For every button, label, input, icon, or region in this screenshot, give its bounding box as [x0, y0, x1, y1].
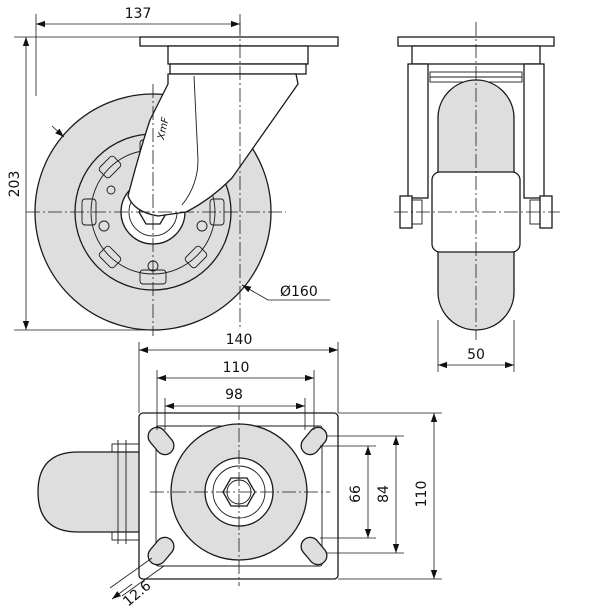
- dim-slot-width: 12.6: [120, 578, 154, 610]
- dim-wheel-width: 50: [467, 347, 485, 363]
- front-view: [394, 22, 560, 340]
- dim-vertical-84: 84: [376, 485, 392, 503]
- slot-top-left: [147, 426, 175, 456]
- fork-left-leg: [407, 63, 429, 199]
- top-view: [37, 406, 339, 586]
- dim-bolt-spacing-inner: 98: [225, 387, 243, 403]
- top-view-dimensions: 140 110 98 66 84 110 12.6: [109, 332, 442, 610]
- mounting-slots: [147, 426, 328, 566]
- slot-bottom-left: [147, 536, 175, 566]
- dim-vertical-66: 66: [348, 485, 364, 503]
- wheel-top-outline: [37, 451, 149, 533]
- fork-stiffener: [181, 75, 199, 206]
- slot-bottom-right: [300, 536, 328, 566]
- swivel-ring-side: [169, 63, 307, 75]
- slot-top-right: [300, 426, 328, 456]
- fork-right-leg: [523, 63, 545, 199]
- side-view: XmF: [26, 22, 339, 336]
- front-view-dimensions: 50: [437, 320, 515, 372]
- dim-bolt-spacing-outer: 110: [223, 360, 250, 376]
- dim-vertical-110: 110: [414, 481, 430, 508]
- side-view-dimensions: 137 203 Ø160: [7, 6, 330, 331]
- dim-wheel-diameter: Ø160: [280, 284, 318, 300]
- dim-plate-width: 140: [226, 332, 253, 348]
- dim-top-width: 137: [125, 6, 152, 22]
- brand-mark: XmF: [156, 116, 172, 141]
- swivel-raceway-side: [167, 45, 309, 65]
- fork-leg: [127, 73, 299, 217]
- top-plate-side: [139, 36, 339, 47]
- dim-height: 203: [7, 171, 23, 198]
